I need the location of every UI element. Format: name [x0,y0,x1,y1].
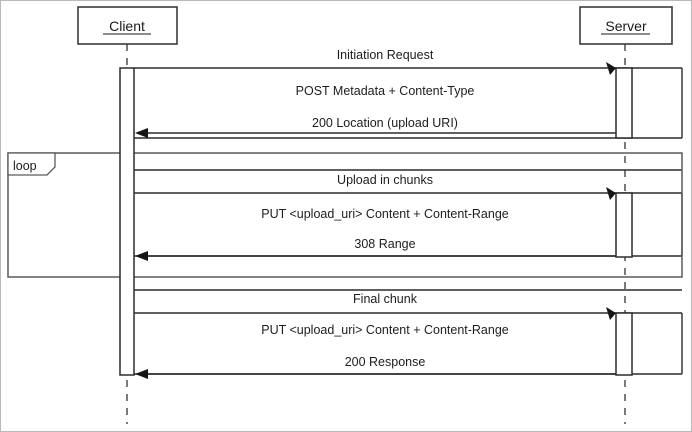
message-label-200-response: 200 Response [345,355,426,369]
loop-fragment-tab [7,152,56,176]
message-label-put-chunk: PUT <upload_uri> Content + Content-Range [261,207,509,221]
actor-box-client[interactable] [77,6,178,45]
activation-server-1 [615,67,633,139]
message-label-final-chunk: Final chunk [353,292,418,306]
arrowhead-put-chunk [606,187,616,200]
actor-box-server[interactable] [579,6,673,45]
activation-client [119,67,135,376]
message-label-upload-in-chunks: Upload in chunks [337,173,433,187]
arrowhead-308-range [135,251,148,261]
message-label-200-location: 200 Location (upload URI) [312,116,458,130]
message-label-post-metadata: POST Metadata + Content-Type [296,84,475,98]
arrowhead-200-response [135,369,148,379]
actor-label-server: Server [605,18,647,34]
loop-fragment-label: loop [13,159,37,173]
message-label-initiation-request: Initiation Request [337,48,434,62]
loop-fragment-box [7,152,683,278]
message-label-308-range: 308 Range [354,237,415,251]
arrowhead-put-final-chunk [606,307,616,320]
actor-label-client: Client [109,18,145,34]
message-label-put-final-chunk: PUT <upload_uri> Content + Content-Range [261,323,509,337]
arrowhead-post-metadata [606,62,616,75]
activation-server-3 [615,312,633,376]
activation-server-2 [615,192,633,258]
arrowhead-200-location [135,128,148,138]
